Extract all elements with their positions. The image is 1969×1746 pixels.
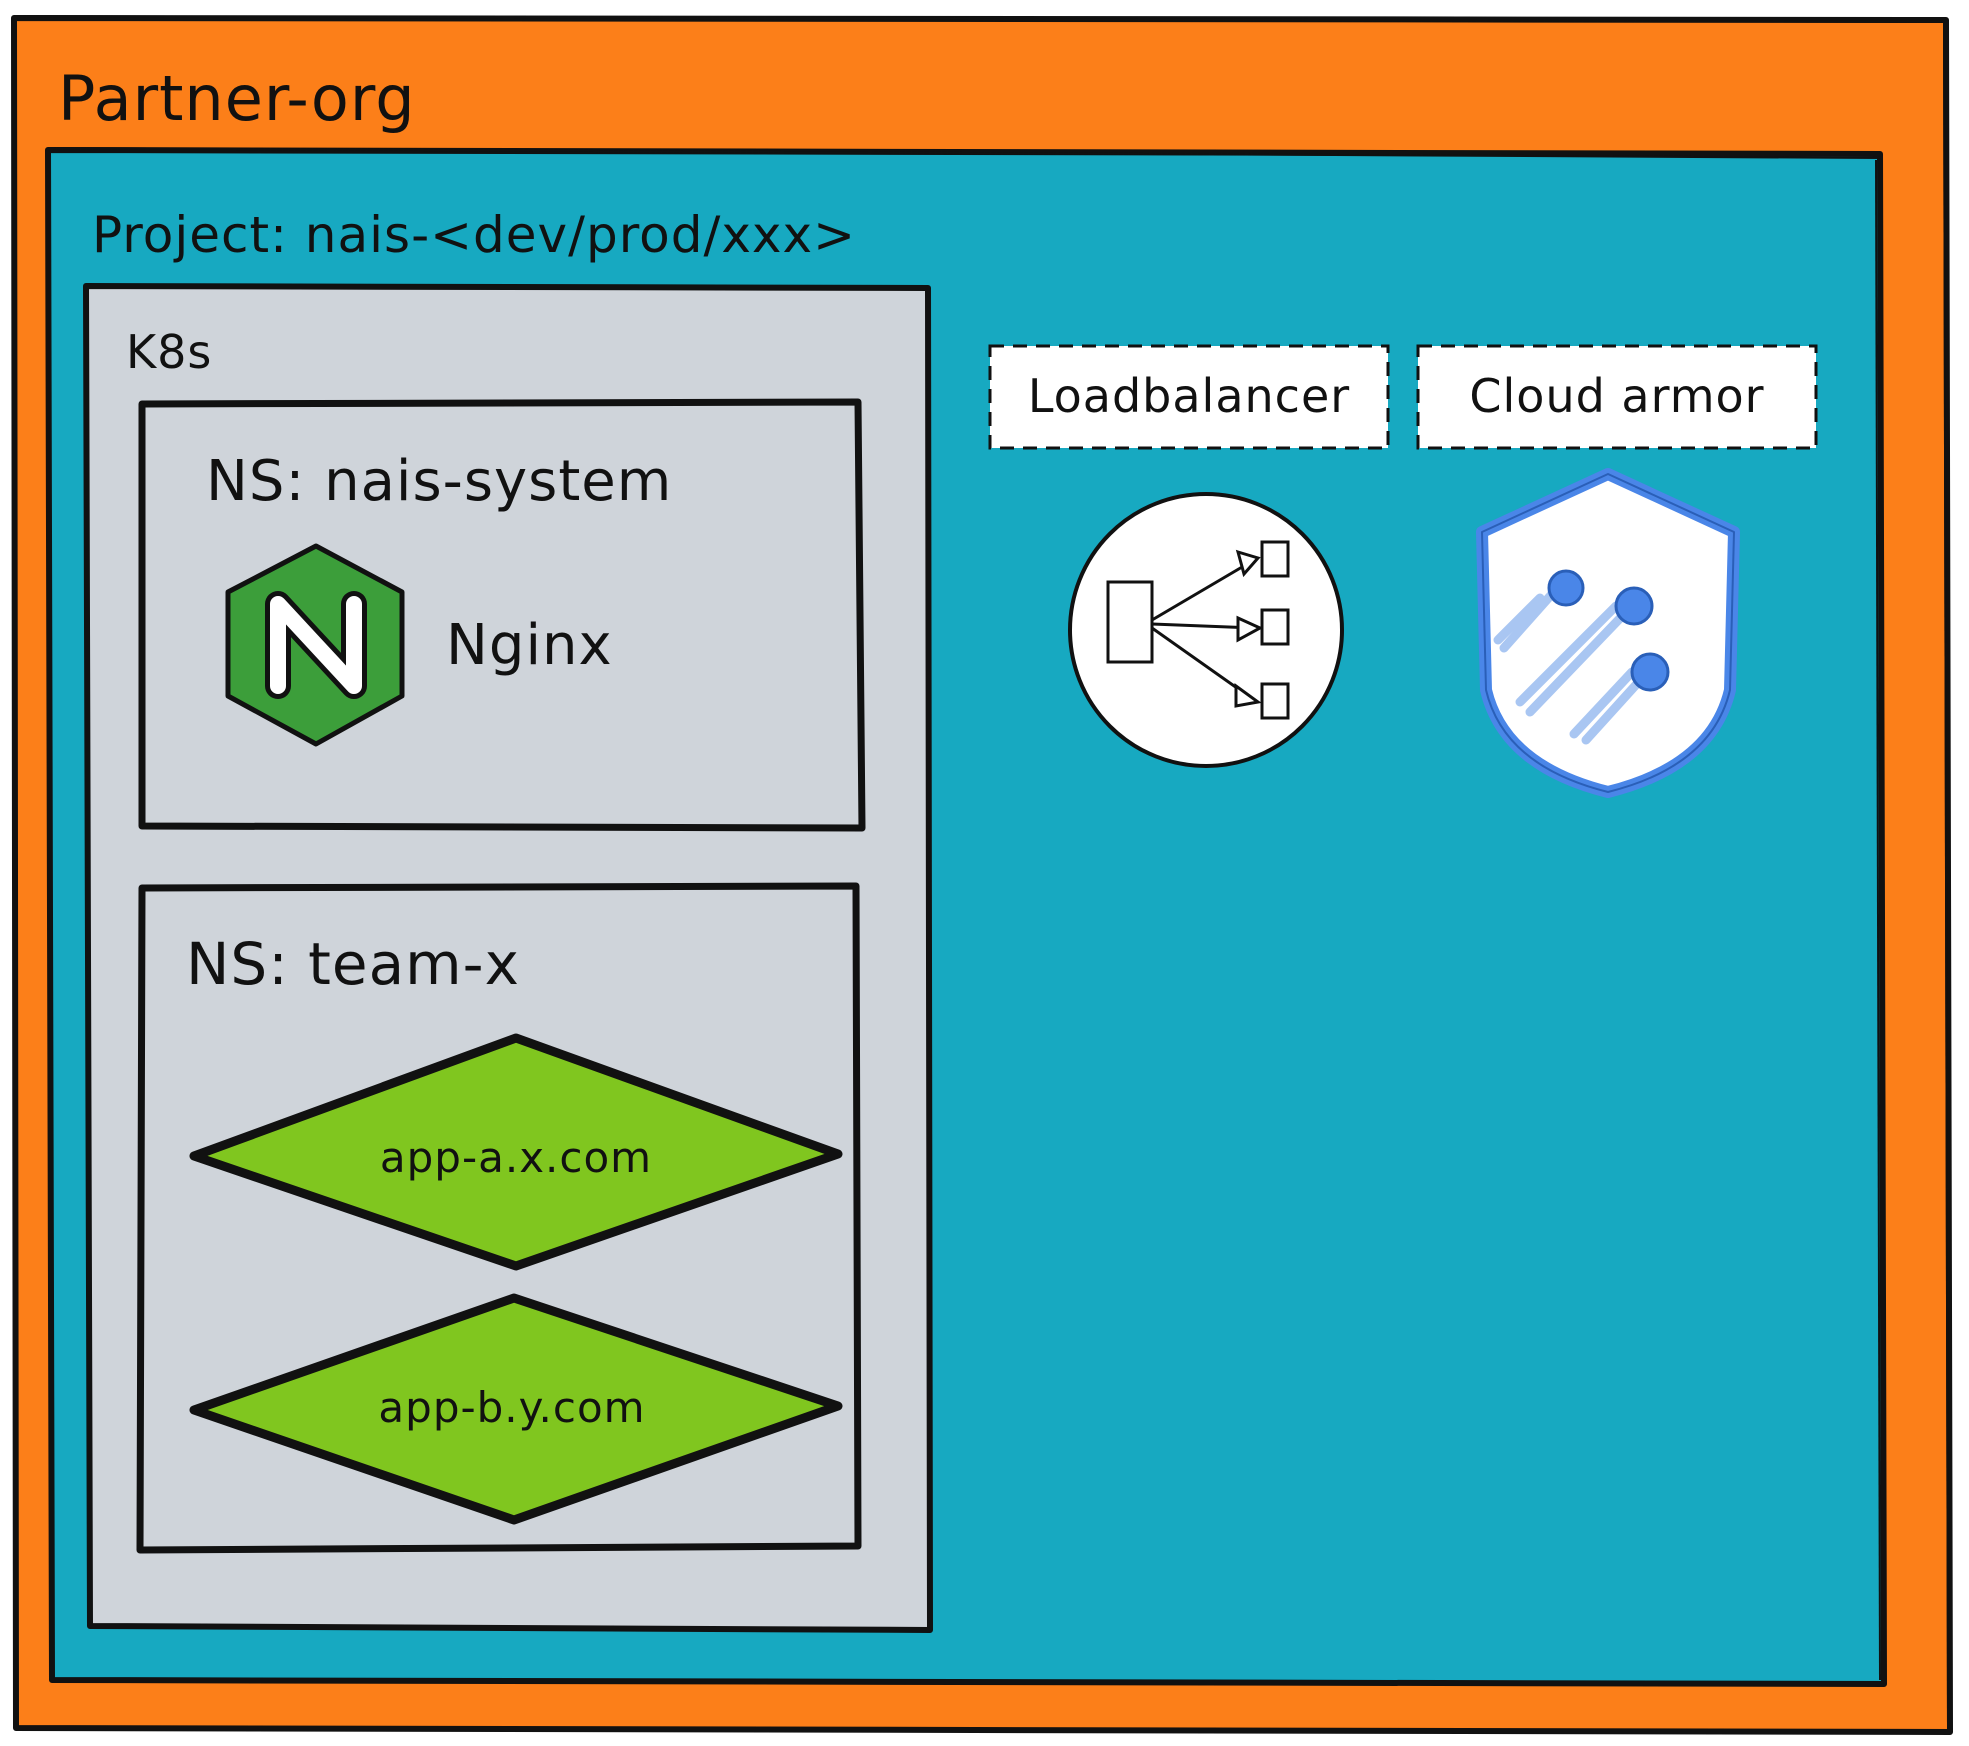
nginx-icon <box>225 543 405 747</box>
cloud-armor-service: Cloud armor <box>1416 344 1818 798</box>
app-b-diamond: app-b.y.com <box>189 1293 843 1525</box>
app-a-diamond: app-a.x.com <box>189 1033 843 1271</box>
cloud-armor-shield-icon <box>1476 468 1740 798</box>
cloud-armor-label: Cloud armor <box>1469 369 1764 423</box>
namespace-team-x-label: NS: team-x <box>186 930 520 998</box>
loadbalancer-icon <box>1068 492 1344 768</box>
partner-org-label: Partner-org <box>58 62 416 135</box>
nginx-label: Nginx <box>446 613 613 678</box>
loadbalancer-service: Loadbalancer <box>988 344 1390 768</box>
namespace-nais-system-label: NS: nais-system <box>206 449 672 514</box>
namespace-nais-system-box: NS: nais-system Nginx <box>138 398 866 832</box>
namespace-team-x-box: NS: team-x app-a.x.com app-b.y.com <box>136 882 862 1554</box>
loadbalancer-label: Loadbalancer <box>1028 369 1350 423</box>
k8s-label: K8s <box>126 325 212 379</box>
app-b-label: app-b.y.com <box>378 1383 645 1432</box>
project-label: Project: nais-<dev/prod/xxx> <box>92 206 856 264</box>
app-a-label: app-a.x.com <box>380 1133 652 1182</box>
